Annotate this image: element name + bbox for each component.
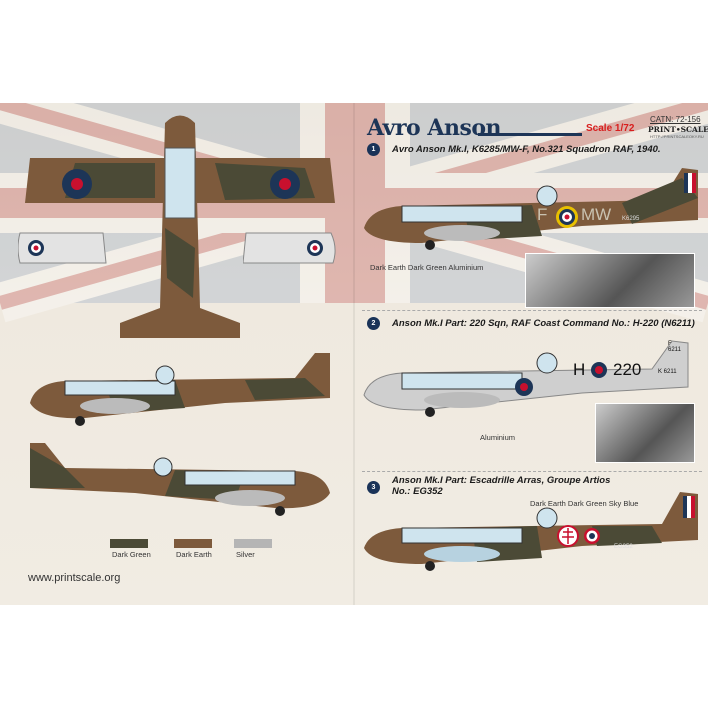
- wing-underside-right: [243, 232, 336, 264]
- color-notes: Dark Earth Dark Green Aluminium: [370, 263, 484, 272]
- roundel: [591, 362, 607, 378]
- profile-1-aircraft: [364, 168, 698, 250]
- side-view-left-2: [30, 443, 330, 516]
- page-fold: [353, 103, 355, 605]
- brand-logo: PRINT•SCALE: [648, 125, 708, 134]
- separator: [362, 310, 702, 311]
- profile-caption: Anson Mk.I Part: 220 Sqn, RAF Coast Comm…: [392, 318, 695, 329]
- decal-sheet: Dark Green Dark Earth Silver www.printsc…: [0, 103, 708, 605]
- profile-caption: Anson Mk.I Part: Escadrille Arras, Group…: [392, 475, 611, 486]
- title-underline: [478, 133, 582, 136]
- reference-photo: [525, 253, 695, 308]
- marking-code: MW: [581, 205, 612, 224]
- color-notes: Dark Earth Dark Green Sky Blue: [530, 499, 639, 508]
- website-url[interactable]: www.printscale.org: [28, 572, 121, 584]
- marking-letter: H: [573, 360, 586, 379]
- fin-serial: F 6211: [668, 341, 681, 353]
- profile-3-aircraft: [364, 492, 698, 571]
- swatch-silver: [234, 539, 272, 548]
- separator: [362, 471, 702, 472]
- serial-number: K 6211: [658, 369, 677, 375]
- legend-label: Silver: [236, 550, 255, 559]
- page-title: Avro Anson: [367, 115, 502, 141]
- legend-label: Dark Earth: [176, 550, 212, 559]
- profile-number: 2: [367, 317, 380, 330]
- wing-underside-left: [18, 232, 107, 264]
- profile-caption: Avro Anson Mk.I, K6285/MW-F, No.321 Squa…: [392, 144, 661, 155]
- catalog-number: CATN: 72-156: [650, 115, 701, 124]
- profile-number: 1: [367, 143, 380, 156]
- swatch-dark-earth: [174, 539, 212, 548]
- profile-caption-line2: No.: EG352: [392, 486, 443, 497]
- swatch-dark-green: [110, 539, 148, 548]
- profile-2-aircraft: [363, 340, 689, 417]
- marking-code: 220: [613, 360, 642, 379]
- brand-url: HTTP://PRINTSCALEOKY.RU: [650, 134, 704, 139]
- serial-number: EG352: [614, 544, 633, 550]
- reference-photo: [595, 403, 695, 463]
- scale-label: Scale 1/72: [586, 123, 635, 134]
- legend-label: Dark Green: [112, 550, 151, 559]
- color-notes: Aluminium: [480, 433, 516, 442]
- profile-number: 3: [367, 481, 380, 494]
- serial-number: K6295: [622, 216, 640, 222]
- top-view-aircraft: [25, 115, 335, 338]
- side-view-left-1: [30, 353, 330, 426]
- marking-letter: F: [537, 205, 548, 224]
